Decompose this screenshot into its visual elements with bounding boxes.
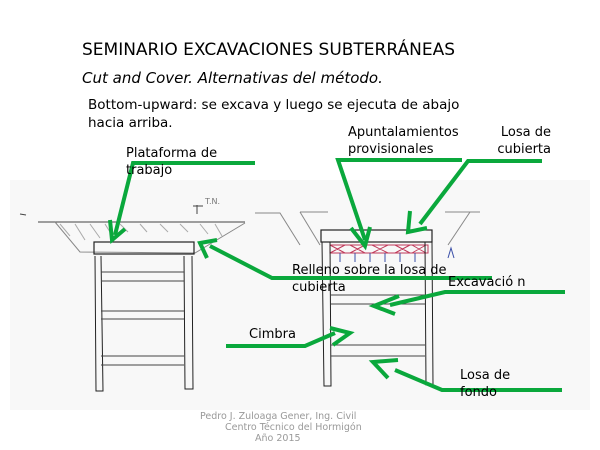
right-sketch [299, 211, 480, 387]
label-relleno-sobre-losa: Relleno sobre la losa de cubierta [292, 263, 447, 295]
slide-subtitle: Cut and Cover. Alternativas del método. [82, 69, 383, 87]
callout-arrows [108, 158, 565, 392]
label-apuntalamientos-provisionales: Apuntalamientos provisionales [348, 125, 459, 157]
label-cimbra: Cimbra [249, 327, 296, 342]
slide-title: SEMINARIO EXCAVACIONES SUBTERRÁNEAS [82, 40, 455, 60]
label-losa-de-cubierta: Losa de cubierta [497, 125, 551, 157]
footer-organization: Centro Técnico del Hormigón [225, 422, 362, 433]
left-sketch [19, 205, 246, 392]
label-excavacion: Excavació n [448, 275, 526, 290]
slide-description: Bottom-upward: se excava y luego se ejec… [88, 97, 460, 131]
footer-author: Pedro J. Zuloaga Gener, Ing. Civil [200, 411, 357, 422]
tn-label: T.N. [204, 197, 220, 206]
footer-year: Año 2015 [255, 433, 301, 444]
label-plataforma-de-trabajo: Plataforma de trabajo [126, 146, 218, 178]
slide-footer: Pedro J. Zuloaga Gener, Ing. Civil Centr… [200, 411, 410, 444]
label-losa-de-fondo: Losa de fondo [460, 368, 511, 400]
